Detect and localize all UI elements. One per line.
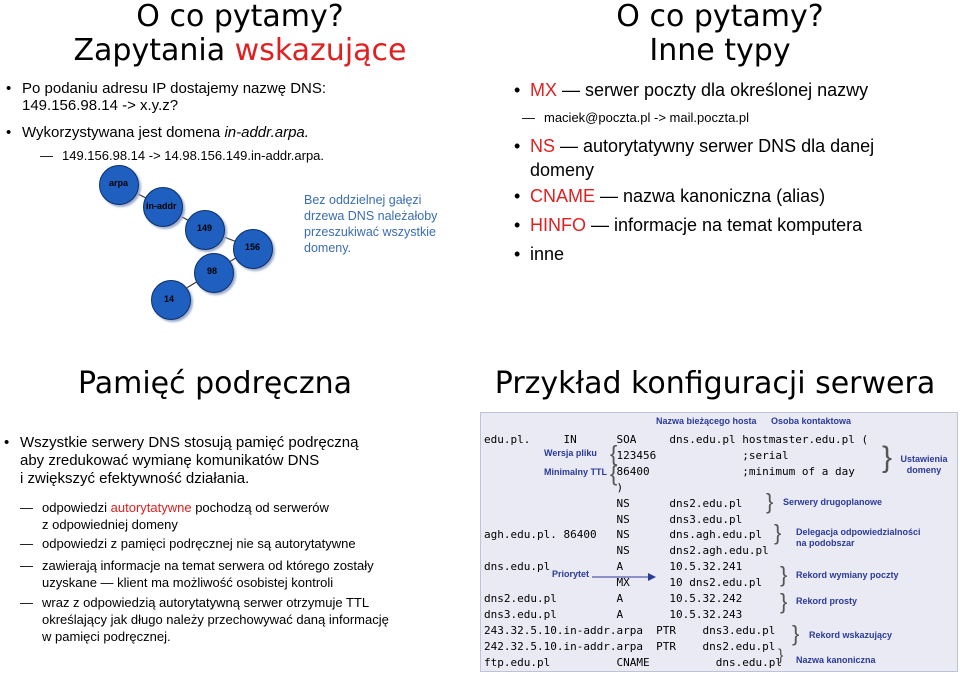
- slide2-item-mx: •MX — serwer poczty dla określonej nazwy: [514, 80, 869, 100]
- config-line: ): [484, 480, 624, 494]
- slide2-title: O co pytamy? Inne typy: [480, 0, 960, 67]
- slide-przyklad-konfiguracji: Przykład konfiguracji serwera edu.pl. IN…: [480, 337, 960, 674]
- config-line: 86400 ;minimum of a day: [484, 464, 855, 478]
- brace-canonical: }: [778, 647, 784, 664]
- tree-note: Bez oddzielnej gałęzi drzewa DNS należał…: [304, 193, 438, 255]
- slide3-sub-1: —odpowiedzi autorytatywne pochodzą od se…: [20, 500, 329, 532]
- slide1-title-line1: O co pytamy?: [136, 0, 344, 34]
- slide3-sub-2: —odpowiedzi z pamięci podręcznej nie są …: [20, 536, 356, 551]
- tree-node-14-label: 14: [164, 294, 175, 304]
- brace-delegation: }: [774, 520, 782, 545]
- config-line: edu.pl. IN SOA dns.edu.pl hostmaster.edu…: [484, 433, 869, 446]
- brace-ttl: {: [610, 461, 618, 486]
- brace-backup: }: [766, 489, 774, 514]
- slide2-title-line1: O co pytamy?: [616, 0, 824, 34]
- config-line: NS dns2.agh.edu.pl: [484, 544, 769, 558]
- config-line: NS dns2.edu.pl: [484, 496, 743, 510]
- annotation-host: Nazwa bieżącego hosta: [656, 416, 757, 426]
- config-line: dns3.edu.pl A 10.5.32.243: [484, 607, 743, 621]
- slide2-mx-sub: —maciek@poczta.pl -> mail.poczta.pl: [522, 110, 750, 125]
- tree-node-98: [194, 253, 234, 293]
- config-line: 243.32.5.10.in-addr.arpa PTR dns3.edu.pl: [484, 623, 776, 637]
- tree-node-in-addr: [143, 187, 183, 227]
- annotation-version: Wersja pliku: [544, 448, 597, 458]
- slide1-bullet-1: •Po podaniu adresu IP dostajemy nazwę DN…: [6, 80, 327, 114]
- slide3-sub-4: —wraz z odpowiedzią autorytatywną serwer…: [20, 595, 389, 644]
- brace-pointer: }: [792, 621, 800, 646]
- slide3-bullet: •Wszystkie serwery DNS stosują pamięć po…: [4, 434, 359, 487]
- tree-node-arpa-label: arpa: [109, 178, 129, 188]
- annotation-settings: Ustawienia domeny: [900, 454, 948, 475]
- slide4-title: Przykład konfiguracji serwera: [494, 366, 936, 401]
- slide2-item-inne: •inne: [514, 244, 565, 264]
- slide-zapytania-wskazujace: O co pytamy? Zapytania wskazujące •Po po…: [0, 0, 480, 337]
- annotation-contact: Osoba kontaktowa: [771, 416, 852, 426]
- slide1-sub-1: —149.156.98.14 -> 14.98.156.149.in-addr.…: [40, 148, 325, 163]
- brace-simple: }: [780, 589, 788, 614]
- tree-node-98-label: 98: [207, 266, 218, 276]
- tree-node-in-addr-label: in-addr: [146, 201, 177, 211]
- dns-tree-connectors: [117, 183, 253, 299]
- config-line: MX 10 dns2.edu.pl: [484, 576, 763, 590]
- tree-node-149: [185, 210, 225, 250]
- config-line: agh.edu.pl. 86400 NS dns.agh.edu.pl: [484, 528, 763, 542]
- brace-settings: }: [882, 441, 893, 474]
- slide2-item-hinfo: •HINFO — informacje na temat komputera: [514, 215, 863, 235]
- slide1-title-line2: Zapytania wskazujące: [73, 32, 407, 68]
- tree-node-arpa: [99, 165, 139, 205]
- slide1-title: O co pytamy? Zapytania wskazujące: [0, 0, 480, 67]
- brace-exchange: }: [780, 562, 788, 587]
- config-panel: [480, 412, 958, 672]
- slide3-sub-3: —zawierają informacje na temat serwera o…: [20, 558, 374, 590]
- annotation-backup: Serwery drugoplanowe: [783, 497, 883, 507]
- config-line: ftp.edu.pl CNAME dns.edu.pl: [484, 655, 783, 669]
- config-line: 123456 ;serial: [484, 448, 789, 462]
- tree-node-156-label: 156: [245, 242, 261, 252]
- config-listing: edu.pl. IN SOA dns.edu.pl hostmaster.edu…: [484, 432, 868, 671]
- slide1-bullet-2: •Wykorzystywana jest domena in-addr.arpa…: [6, 124, 309, 141]
- config-line: 242.32.5.10.in-addr.arpa PTR dns2.edu.pl: [484, 639, 776, 653]
- slide2-item-cname: •CNAME — nazwa kanoniczna (alias): [514, 186, 826, 206]
- tree-node-14: [151, 280, 191, 320]
- slide-pamiec-podreczna: Pamięć podręczna •Wszystkie serwery DNS …: [0, 337, 480, 674]
- annotation-canonical: Nazwa kanoniczna: [796, 655, 876, 665]
- annotation-simple: Rekord prosty: [796, 596, 858, 606]
- priority-arrow-icon: [592, 573, 656, 581]
- tree-node-156: [233, 229, 273, 269]
- annotation-exchange: Rekord wymiany poczty: [796, 570, 899, 580]
- slide-inne-typy: O co pytamy? Inne typy •MX — serwer pocz…: [480, 0, 960, 337]
- brace-version: {: [610, 441, 618, 466]
- config-line: NS dns3.edu.pl: [484, 512, 743, 526]
- annotation-priority: Priorytet: [552, 569, 590, 579]
- annotation-pointer: Rekord wskazujący: [809, 630, 893, 640]
- tree-node-149-label: 149: [197, 223, 213, 233]
- annotation-ttl: Minimalny TTL: [544, 467, 607, 477]
- config-line: dns2.edu.pl A 10.5.32.242: [484, 592, 743, 606]
- slide2-title-line2: Inne typy: [649, 32, 791, 68]
- slide3-title: Pamięć podręczna: [77, 366, 353, 401]
- annotation-delegation: Delegacja odpowiedzialności na podobszar: [796, 527, 921, 548]
- config-line: dns.edu.pl A 10.5.32.241: [484, 560, 743, 574]
- slide2-item-ns: •NS — autorytatywny serwer DNS dla danej…: [514, 136, 875, 180]
